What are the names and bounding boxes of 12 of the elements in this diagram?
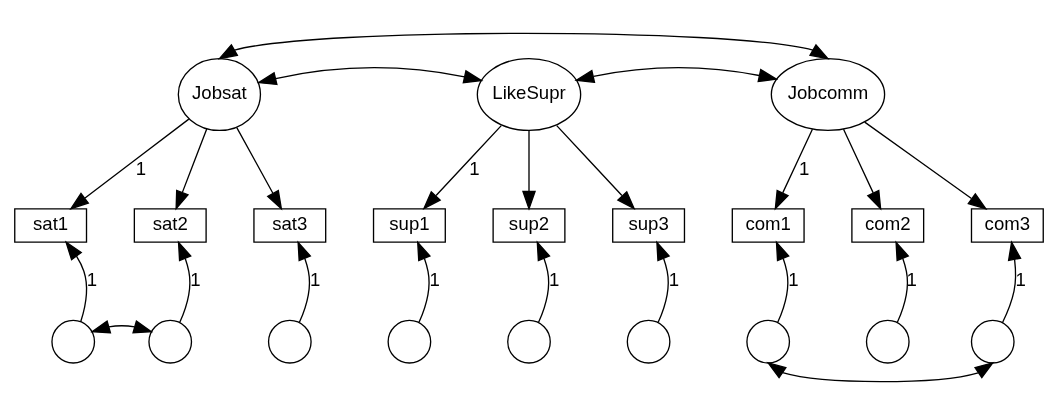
edge-label: 1 [1015,268,1026,290]
edge-label: 1 [469,157,480,179]
edge-label: 1 [668,268,680,290]
edge-label: 1 [190,268,201,290]
edge-label: 1 [86,268,97,290]
edge-label: 1 [135,157,147,179]
edge-label: 1 [798,157,810,179]
edge-label: 1 [788,268,799,290]
edge-label: 1 [309,268,321,290]
edge-label: 1 [549,268,560,290]
edge-label: 1 [906,268,917,290]
edge-label: 1 [429,268,440,290]
